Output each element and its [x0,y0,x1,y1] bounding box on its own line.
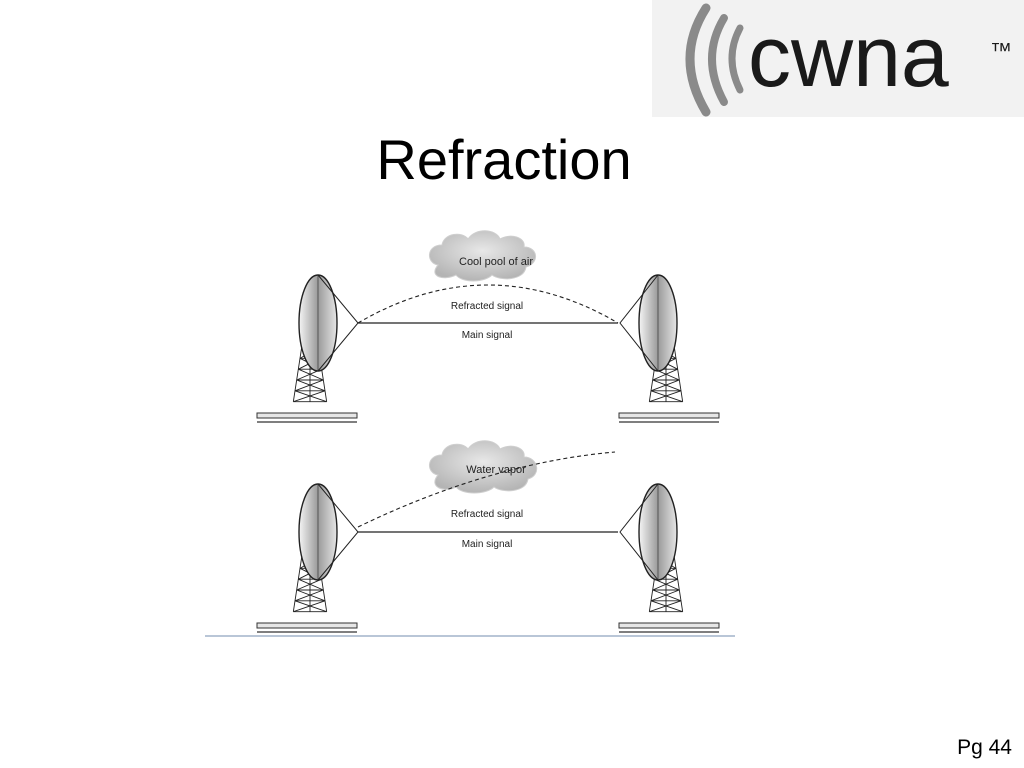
right-antenna-tower [618,483,720,633]
refracted-signal-label: Refracted signal [451,509,523,520]
main-signal-label: Main signal [462,330,513,341]
refracted-signal-path [357,284,619,324]
slide-title: Refraction [376,128,632,191]
left-antenna-tower [256,483,359,633]
logo-text: cwna [748,9,949,105]
cloud-label: Water vapor [466,464,526,476]
page-number: Pg 44 [957,736,1012,759]
cloud-label: Cool pool of air [459,256,533,268]
left-antenna-tower [256,274,359,423]
trademark-symbol: ™ [990,38,1012,63]
right-antenna-tower [618,274,720,423]
refracted-signal-path [357,451,616,528]
main-signal-label: Main signal [462,539,513,550]
cloud: Water vapor [429,440,538,494]
cwna-logo: cwna ™ [652,0,1024,117]
top-scene: Cool pool of air Refracted signal Main s… [256,230,720,423]
refracted-signal-label: Refracted signal [451,301,523,312]
bottom-scene: Water vapor Refracted signal Main signal [256,440,720,633]
refraction-diagram: Cool pool of air Refracted signal Main s… [200,225,740,650]
cloud: Cool pool of air [429,230,536,282]
